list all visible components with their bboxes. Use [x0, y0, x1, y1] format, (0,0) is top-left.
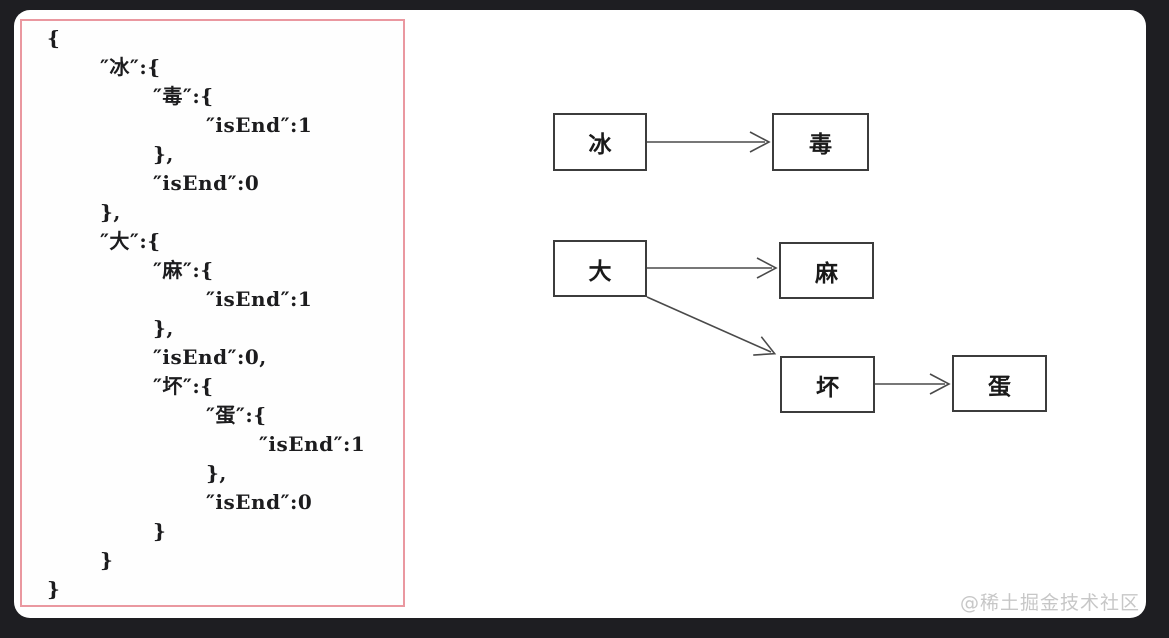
- code-line: ″大″:{: [100, 229, 161, 253]
- code-line: ″isEnd″:1: [206, 113, 313, 137]
- code-line: },: [100, 200, 121, 224]
- code-line: },: [153, 142, 174, 166]
- node-da-label: 大: [588, 257, 612, 285]
- node-du-label: 毒: [809, 131, 832, 158]
- code-line: ″毒″:{: [153, 84, 214, 108]
- node-ma: 麻: [779, 242, 874, 299]
- code-line: }: [153, 519, 167, 543]
- code-line: }: [100, 548, 114, 572]
- code-line: ″冰″:{: [100, 55, 161, 79]
- watermark: @稀土掘金技术社区: [959, 592, 1140, 614]
- code-line: ″蛋″:{: [206, 403, 267, 427]
- code-line: },: [206, 461, 227, 485]
- code-line: ″麻″:{: [153, 258, 214, 282]
- code-line: ″isEnd″:0,: [153, 345, 267, 369]
- node-huai: 坏: [780, 356, 875, 413]
- diagram-arrows: [646, 131, 951, 395]
- node-du: 毒: [772, 113, 869, 171]
- json-code-block: { ″冰″:{ ″毒″:{ ″isEnd″:1 }, ″isEnd″:0 }, …: [20, 19, 405, 607]
- edge-da-huai-arrow: [646, 296, 777, 356]
- code-line: ″坏″:{: [153, 374, 214, 398]
- code-line: },: [153, 316, 174, 340]
- node-bing: 冰: [553, 113, 647, 171]
- node-dan-label: 蛋: [988, 372, 1011, 400]
- node-bing-label: 冰: [588, 131, 612, 158]
- trie-diagram: 冰 毒 大 麻 坏 蛋: [14, 10, 1146, 618]
- code-line: ″isEnd″:0: [153, 171, 260, 195]
- code-line: ″isEnd″:1: [206, 287, 313, 311]
- content-card: { ″冰″:{ ″毒″:{ ″isEnd″:1 }, ″isEnd″:0 }, …: [14, 10, 1146, 618]
- code-line: ″isEnd″:0: [206, 490, 313, 514]
- code-line: {: [47, 26, 61, 50]
- code-line: ″isEnd″:1: [259, 432, 366, 456]
- code-line: }: [47, 577, 61, 601]
- node-dan: 蛋: [952, 355, 1047, 412]
- node-ma-label: 麻: [815, 259, 838, 287]
- node-da: 大: [553, 240, 647, 297]
- node-huai-label: 坏: [816, 373, 839, 401]
